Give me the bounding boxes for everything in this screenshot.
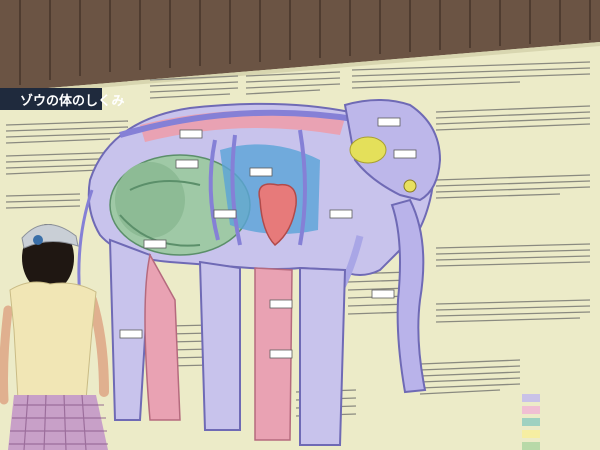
ribcage (208, 129, 307, 246)
spine (119, 109, 361, 138)
panel-title: ゾウの体のしくみ (20, 93, 125, 109)
callout-labels (119, 117, 417, 359)
panel-top-edge (0, 42, 600, 96)
elephant-diagram (77, 99, 442, 446)
wood-planks (19, 0, 591, 85)
legend-swatch-muscle (522, 406, 540, 414)
text-block-right (351, 61, 591, 395)
text-block-top (149, 71, 341, 99)
legend (522, 394, 540, 450)
legend-swatch-digestive (522, 442, 540, 450)
hind-leg-front (198, 260, 241, 431)
child-figure (0, 224, 109, 450)
cap-logo-icon (33, 235, 43, 245)
legend-swatch-nerves (522, 430, 540, 438)
legend-swatch-skeleton (522, 394, 540, 402)
child-arm-left (0, 305, 13, 405)
child-skirt (8, 395, 108, 450)
child-shirt (9, 281, 97, 401)
front-leg-front (299, 266, 347, 446)
legend-swatch-organs (522, 418, 540, 426)
brain (349, 136, 387, 164)
trunk (390, 198, 427, 394)
hind-leg-muscle (144, 252, 181, 421)
stomach (115, 162, 185, 238)
heart (258, 183, 297, 246)
eye (403, 179, 417, 193)
panel-title-banner: ゾウの体のしくみ (0, 88, 125, 110)
elephant-head (343, 99, 442, 202)
